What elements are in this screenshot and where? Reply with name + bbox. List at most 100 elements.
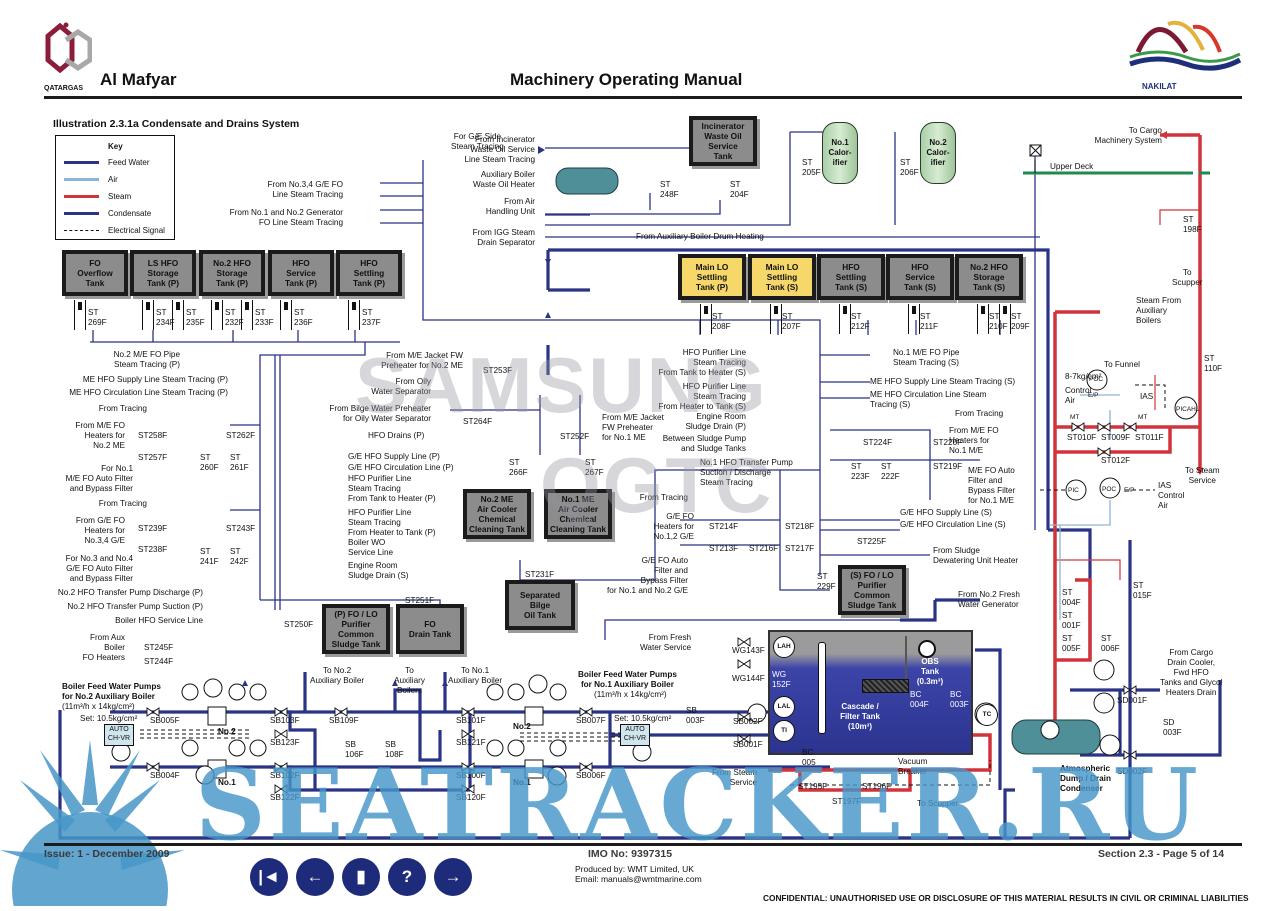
valve-label: ST220F xyxy=(933,438,962,448)
steam-label-0: Steam From Auxiliary Boilers xyxy=(1136,296,1181,326)
valve-icon xyxy=(74,300,86,330)
right-center-label-15: G/E HFO Circulation Line (S) xyxy=(900,520,1006,530)
right-center-label-16: From Sludge Dewatering Unit Heater xyxy=(933,546,1018,566)
valve-label: ST224F xyxy=(863,438,892,448)
top-label-1: From No.3,4 G/E FO Line Steam Tracing xyxy=(267,180,343,200)
right-center-label-13: M/E FO Auto Filter and Bypass Filter for… xyxy=(968,466,1015,506)
top-label-7: From Auxiliary Boiler Drum Heating xyxy=(636,232,764,242)
valve-label: ST 001F xyxy=(1062,611,1081,631)
valve-st204f: ST 204F xyxy=(730,180,748,200)
valve-label: SB007F xyxy=(576,716,606,726)
center-label-8: Boiler WO Service Line xyxy=(348,538,393,558)
valve-label: ST225F xyxy=(857,537,886,547)
valve-label: ST243F xyxy=(226,524,255,534)
watermark-sun-icon xyxy=(0,720,200,911)
tank-port-0: FO Overflow Tank xyxy=(62,250,128,296)
valve-label: ST 229F xyxy=(817,572,836,592)
top-label-4: Auxiliary Boiler Waste Oil Heater xyxy=(473,170,535,190)
previous-page-button[interactable]: ← xyxy=(296,858,334,896)
valve-label: SB123F xyxy=(270,738,300,748)
tank-stbd-1: Main LO Settling Tank (S) xyxy=(748,254,816,300)
valve-label: ST 223F xyxy=(851,462,870,482)
valve-label: ST 004F xyxy=(1062,588,1081,608)
valve-label: ST 266F xyxy=(509,458,528,478)
tank-valve-label: ST 235F xyxy=(186,308,208,328)
center-label-9: Engine Room Sludge Drain (S) xyxy=(348,561,409,581)
top-label-8: To Cargo Machinery System xyxy=(1095,126,1162,146)
help-button[interactable]: ? xyxy=(388,858,426,896)
valve-label: SB101F xyxy=(456,716,486,726)
valve-label: ST238F xyxy=(138,545,167,555)
tank-valve-label: ST 211F xyxy=(920,312,942,332)
steam-label-5: To Steam Service xyxy=(1185,466,1220,486)
valve-label: ST251F xyxy=(405,596,434,606)
center-label-7: HFO Purifier Line Steam Tracing From Hea… xyxy=(348,508,436,538)
bookmark-button[interactable]: ▮ xyxy=(342,858,380,896)
top-label-10: ST 198F xyxy=(1183,215,1202,235)
first-page-button[interactable]: |◄ xyxy=(250,858,288,896)
tank-valve-label: ST 212F xyxy=(851,312,873,332)
center-label-3: HFO Drains (P) xyxy=(368,431,424,441)
auto-changeover-no1: AUTO CH-VR xyxy=(620,724,650,746)
confidential-notice: CONFIDENTIAL: UNAUTHORISED USE OR DISCLO… xyxy=(763,893,1249,903)
valve-label: ST262F xyxy=(226,431,255,441)
valve-label: SB109F xyxy=(329,716,359,726)
right-center-label-11: From Tracing xyxy=(955,409,1003,419)
fo-drain-tank: FO Drain Tank xyxy=(396,604,464,654)
tank-stbd-3: HFO Service Tank (S) xyxy=(886,254,954,300)
no2-pump-title: Boiler Feed Water Pumps for No.2 Auxilia… xyxy=(62,682,161,702)
valve-label: ST217F xyxy=(785,544,814,554)
valve-label: SB103F xyxy=(270,716,300,726)
section-page: Section 2.3 - Page 5 of 14 xyxy=(1098,848,1224,860)
left-label-5: For No.1 M/E FO Auto Filter and Bypass F… xyxy=(66,464,133,494)
top-label-6: From IGG Steam Drain Separator xyxy=(473,228,535,248)
valve-icon xyxy=(700,304,712,334)
top-label-2: From No.1 and No.2 Generator FO Line Ste… xyxy=(230,208,343,228)
cascade-valve-wg152f: WG 152F xyxy=(772,670,791,690)
next-page-button[interactable]: → xyxy=(434,858,472,896)
instrument-tag: MT xyxy=(1070,413,1079,423)
valve-label: SB 003F xyxy=(686,706,705,726)
top-label-11: To Scupper xyxy=(1172,268,1203,288)
p-purifier-sludge-tank: (P) FO / LO Purifier Common Sludge Tank xyxy=(322,604,390,654)
no2-pump-spec: (11m³/h x 14kg/cm²) xyxy=(62,702,135,712)
valve-label: ST 006F xyxy=(1101,634,1120,654)
left-label-4: From M/E FO Heaters for No.2 ME xyxy=(75,421,125,451)
tank-valve-label: ST 207F xyxy=(782,312,804,332)
instrument-tag: E/P xyxy=(1124,486,1134,496)
right-center-label-10: ME HFO Circulation Line Steam Tracing (S… xyxy=(870,390,986,410)
tank-valve-label: ST 237F xyxy=(362,308,384,328)
center-label-6: HFO Purifier Line Steam Tracing From Tan… xyxy=(348,474,436,504)
right-center-label-17: From No.2 Fresh Water Generator xyxy=(958,590,1020,610)
valve-icon xyxy=(280,300,292,330)
valve-label: WG143F xyxy=(732,646,765,656)
left-label-7: From G/E FO Heaters for No.3,4 G/E xyxy=(76,516,125,546)
cascade-tank-label: Cascade / Filter Tank (10m³) xyxy=(825,702,895,732)
valve-label: ST258F xyxy=(138,431,167,441)
valve-label: SB002F xyxy=(733,717,763,727)
valve-st248f: ST 248F xyxy=(660,180,678,200)
valve-label: ST250F xyxy=(284,620,313,630)
valve-icon xyxy=(172,300,184,330)
boiler-dest-label-1: To Auxiliary Boilers xyxy=(394,666,425,696)
valve-label: ST 005F xyxy=(1062,634,1081,654)
footer-rule xyxy=(44,843,1242,846)
valve-sd003f: SD 003F xyxy=(1163,718,1182,738)
instrument-tag: POC xyxy=(1089,375,1103,385)
valve-label: ST239F xyxy=(138,524,167,534)
watermark-samsung: SAMSUNG xyxy=(355,340,768,431)
tank-stbd-0: Main LO Settling Tank (P) xyxy=(678,254,746,300)
tank-port-3: HFO Service Tank (P) xyxy=(268,250,334,296)
boiler-dest-label-2: To No.1 Auxiliary Boiler xyxy=(448,666,502,686)
valve-label: ST009F xyxy=(1101,433,1130,443)
valve-st205f: ST 205F xyxy=(802,158,820,178)
valve-label: ST 110F xyxy=(1204,354,1222,374)
top-label-3: From Incinerator Waste Oil Service Line … xyxy=(464,135,535,165)
valve-label: ST 242F xyxy=(230,547,249,567)
issue-date: Issue: 1 - December 2009 xyxy=(44,848,170,860)
tank-valve-label: ST 236F xyxy=(294,308,316,328)
left-label-0: No.2 M/E FO Pipe Steam Tracing (P) xyxy=(114,350,180,370)
contact-email: Email: manuals@wmtmarine.com xyxy=(575,874,702,884)
incinerator-waste-oil-tank: Incinerator Waste Oil Service Tank xyxy=(689,116,757,166)
valve-label: ST 260F xyxy=(200,453,219,473)
